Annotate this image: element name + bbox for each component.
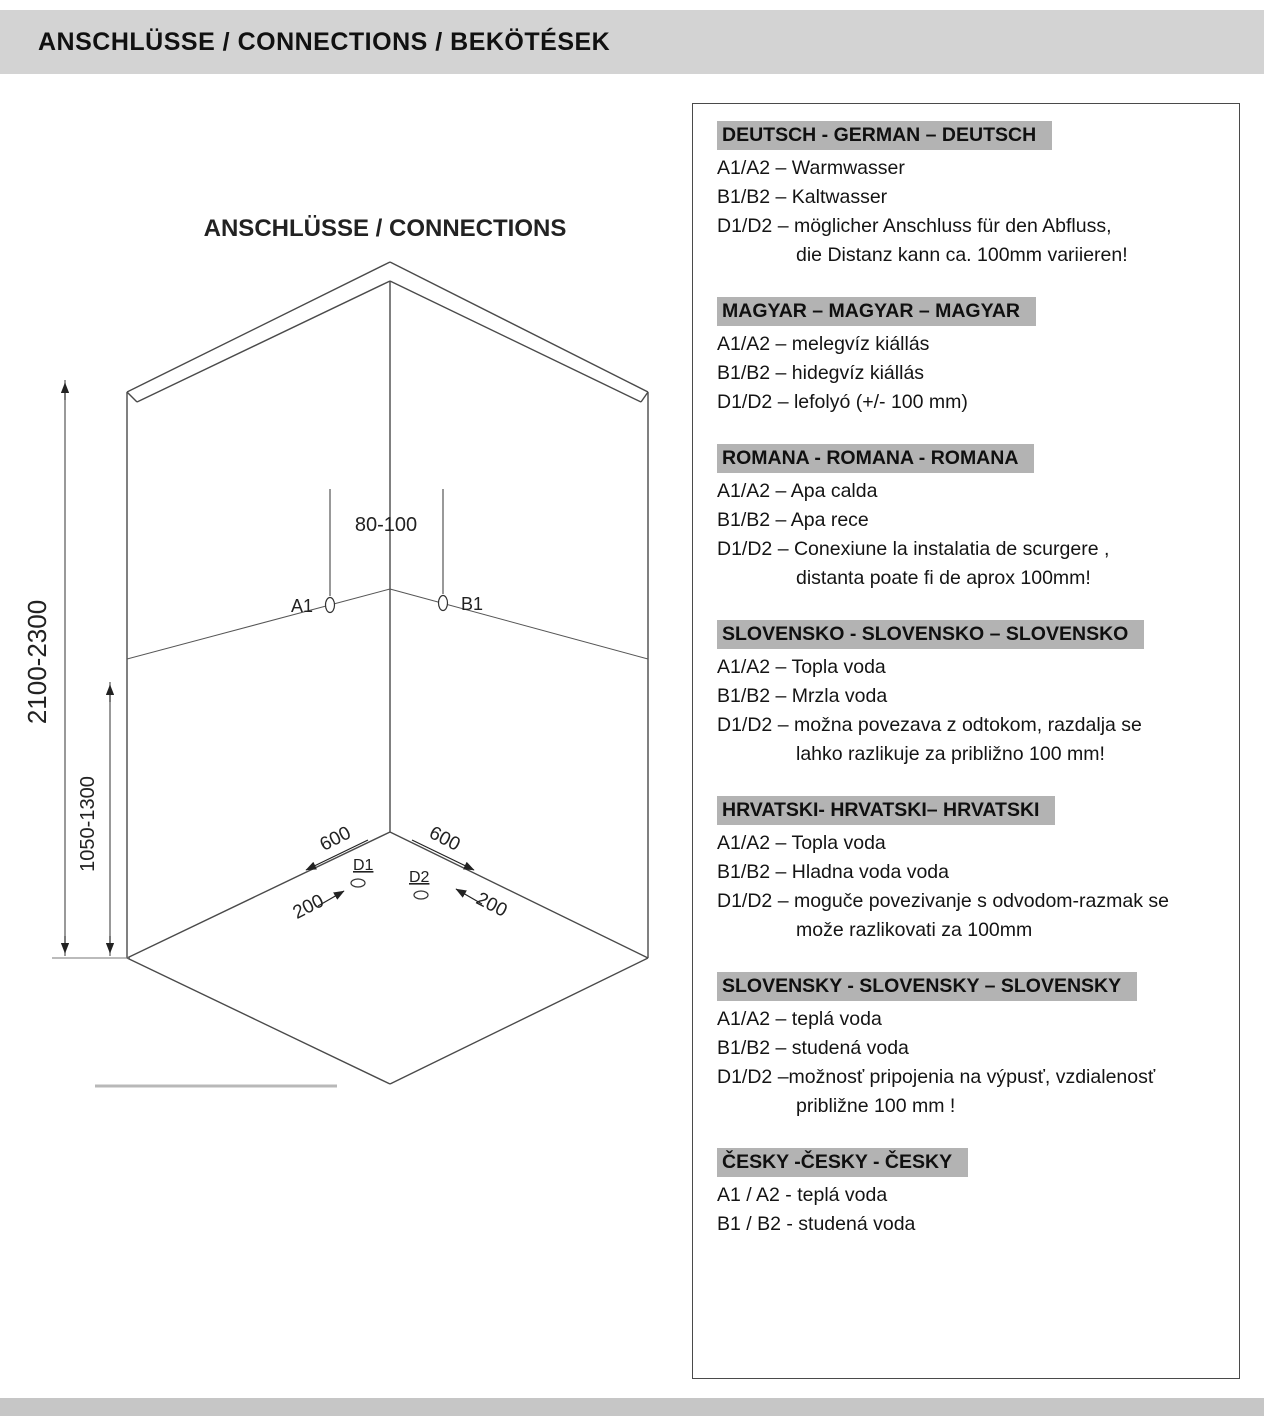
dim-width-top-label: 80-100 <box>355 514 417 536</box>
page-footer-bar <box>0 1398 1264 1416</box>
legend-section-romana: ROMANA - ROMANA - ROMANA A1/A2 – Apa cal… <box>717 444 1225 593</box>
dim-200-left-label: 200 <box>290 891 328 924</box>
dim-600-left-label: 600 <box>317 823 355 856</box>
page-title: ANSCHLÜSSE / CONNECTIONS / BEKÖTÉSEK <box>38 27 611 56</box>
floor-front-edge-left <box>126 957 391 1085</box>
legend-line: D1/D2 –možnosť pripojenia na výpusť, vzd… <box>717 1066 1156 1088</box>
legend-line: A1/A2 – Topla voda <box>717 832 886 854</box>
dim-width-top-group: 80-100 <box>329 489 444 596</box>
legend-line: D1/D2 – možna povezava z odtokom, razdal… <box>717 714 1142 736</box>
legend-section-cesky: ČESKY -ČESKY - ČESKY A1 / A2 - teplá vod… <box>717 1148 1225 1239</box>
legend-section-magyar: MAGYAR – MAGYAR – MAGYAR A1/A2 – melegví… <box>717 297 1225 417</box>
floor-wall-junction-right <box>389 831 649 959</box>
legend-section-deutsch: DEUTSCH - GERMAN – DEUTSCH A1/A2 – Warmw… <box>717 121 1225 270</box>
a1-port <box>324 596 336 614</box>
connections-diagram: ANSCHLÜSSE / CONNECTIONS <box>0 84 690 1124</box>
connection-b1: B1 <box>437 594 483 614</box>
legend-line-continuation: može razlikovati za 100mm <box>796 919 1033 941</box>
diagram-title: ANSCHLÜSSE / CONNECTIONS <box>204 215 567 242</box>
dim-arrow-600-left <box>305 839 369 871</box>
legend-line: A1/A2 – teplá voda <box>717 1008 882 1030</box>
legend-heading-slovensko: SLOVENSKO - SLOVENSKO – SLOVENSKO <box>717 620 1145 649</box>
legend-line: D1/D2 – Conexiune la instalatia de scurg… <box>717 538 1110 560</box>
legend-line: B1/B2 – studená voda <box>717 1037 909 1059</box>
dim-arrow-200-left <box>317 890 345 907</box>
dim-height-lower-label: 1050-1300 <box>77 776 99 872</box>
dim-height-total-group: 2100-2300 <box>22 380 130 959</box>
connection-d2: D2 <box>409 869 430 900</box>
legend-line: B1/B2 – hidegvíz kiállás <box>717 362 925 384</box>
roof-edge-left-inner <box>136 280 391 403</box>
legend-line: B1/B2 – Hladna voda voda <box>717 861 950 883</box>
page-header: ANSCHLÜSSE / CONNECTIONS / BEKÖTÉSEK <box>0 10 1264 74</box>
legend-line: A1/A2 – Topla voda <box>717 656 886 678</box>
dim-arrow-600-right <box>411 839 475 871</box>
legend-section-hrvatski: HRVATSKI- HRVATSKI– HRVATSKI A1/A2 – Top… <box>717 796 1225 945</box>
legend-line: A1/A2 – melegvíz kiállás <box>717 333 930 355</box>
shower-cabin-drawing: ANSCHLÜSSE / CONNECTIONS <box>22 215 649 1088</box>
b1-label: B1 <box>461 594 483 614</box>
dim-floor-600-right-group: 600 <box>411 823 475 871</box>
dim-200-right-label: 200 <box>473 889 511 922</box>
wall-line-right <box>389 588 649 660</box>
legend-heading-romana: ROMANA - ROMANA - ROMANA <box>717 444 1035 473</box>
d1-label: D1 <box>353 857 374 874</box>
connection-d1: D1 <box>350 857 374 888</box>
roof-edge-left-outer <box>126 261 391 393</box>
d1-drain <box>350 878 366 888</box>
dim-height-lower-group: 1050-1300 <box>77 682 115 956</box>
roof-edge-right-inner <box>389 280 642 403</box>
legend-heading-hrvatski: HRVATSKI- HRVATSKI– HRVATSKI <box>717 796 1056 825</box>
legend-line: B1/B2 – Kaltwasser <box>717 186 888 208</box>
dim-floor-200-right-group: 200 <box>455 888 511 922</box>
legend-line: D1/D2 – moguče povezivanje s odvodom-raz… <box>717 890 1169 912</box>
legend-heading-slovensky: SLOVENSKY - SLOVENSKY – SLOVENSKY <box>717 972 1138 1001</box>
dim-arrow-200-right <box>455 888 483 905</box>
roof-end-right <box>640 391 649 403</box>
dim-600-right-label: 600 <box>426 823 464 856</box>
legend-line: A1/A2 – Warmwasser <box>717 157 905 179</box>
roof-edge-right-outer <box>389 261 649 393</box>
legend-heading-cesky: ČESKY -ČESKY - ČESKY <box>717 1148 969 1177</box>
legend-line-continuation: die Distanz kann ca. 100mm variieren! <box>796 244 1128 266</box>
legend-section-slovensky: SLOVENSKY - SLOVENSKY – SLOVENSKY A1/A2 … <box>717 972 1225 1121</box>
dim-floor-200-left-group: 200 <box>290 890 345 924</box>
legend-section-slovensko: SLOVENSKO - SLOVENSKO – SLOVENSKO A1/A2 … <box>717 620 1225 769</box>
legend-line: D1/D2 – lefolyó (+/- 100 mm) <box>717 391 968 413</box>
legend-line-continuation: približne 100 mm ! <box>796 1095 956 1117</box>
language-legend: DEUTSCH - GERMAN – DEUTSCH A1/A2 – Warmw… <box>692 103 1240 1379</box>
wall-line-left <box>126 588 391 660</box>
cabin-outline <box>126 261 649 1085</box>
legend-line: A1 / A2 - teplá voda <box>717 1184 888 1206</box>
floor-front-edge-right <box>389 957 649 1085</box>
legend-heading-magyar: MAGYAR – MAGYAR – MAGYAR <box>717 297 1036 326</box>
floor-wall-junction-left <box>126 831 391 959</box>
legend-line: B1/B2 – Mrzla voda <box>717 685 888 707</box>
legend-line-continuation: distanta poate fi de aprox 100mm! <box>796 567 1091 589</box>
a1-label: A1 <box>291 596 313 616</box>
legend-line-continuation: lahko razlikuje za približno 100 mm! <box>796 743 1105 765</box>
dim-height-total-label: 2100-2300 <box>22 600 52 724</box>
connection-a1: A1 <box>291 596 336 616</box>
b1-port <box>437 594 449 612</box>
d2-label: D2 <box>409 869 430 886</box>
legend-heading-deutsch: DEUTSCH - GERMAN – DEUTSCH <box>717 121 1053 150</box>
legend-line: D1/D2 – möglicher Anschluss für den Abfl… <box>717 215 1112 237</box>
d2-drain <box>413 890 429 900</box>
connection-height-line <box>126 588 649 660</box>
legend-line: A1/A2 – Apa calda <box>717 480 878 502</box>
roof-end-left <box>126 391 138 403</box>
legend-line: B1 / B2 - studená voda <box>717 1213 916 1235</box>
legend-line: B1/B2 – Apa rece <box>717 509 869 531</box>
